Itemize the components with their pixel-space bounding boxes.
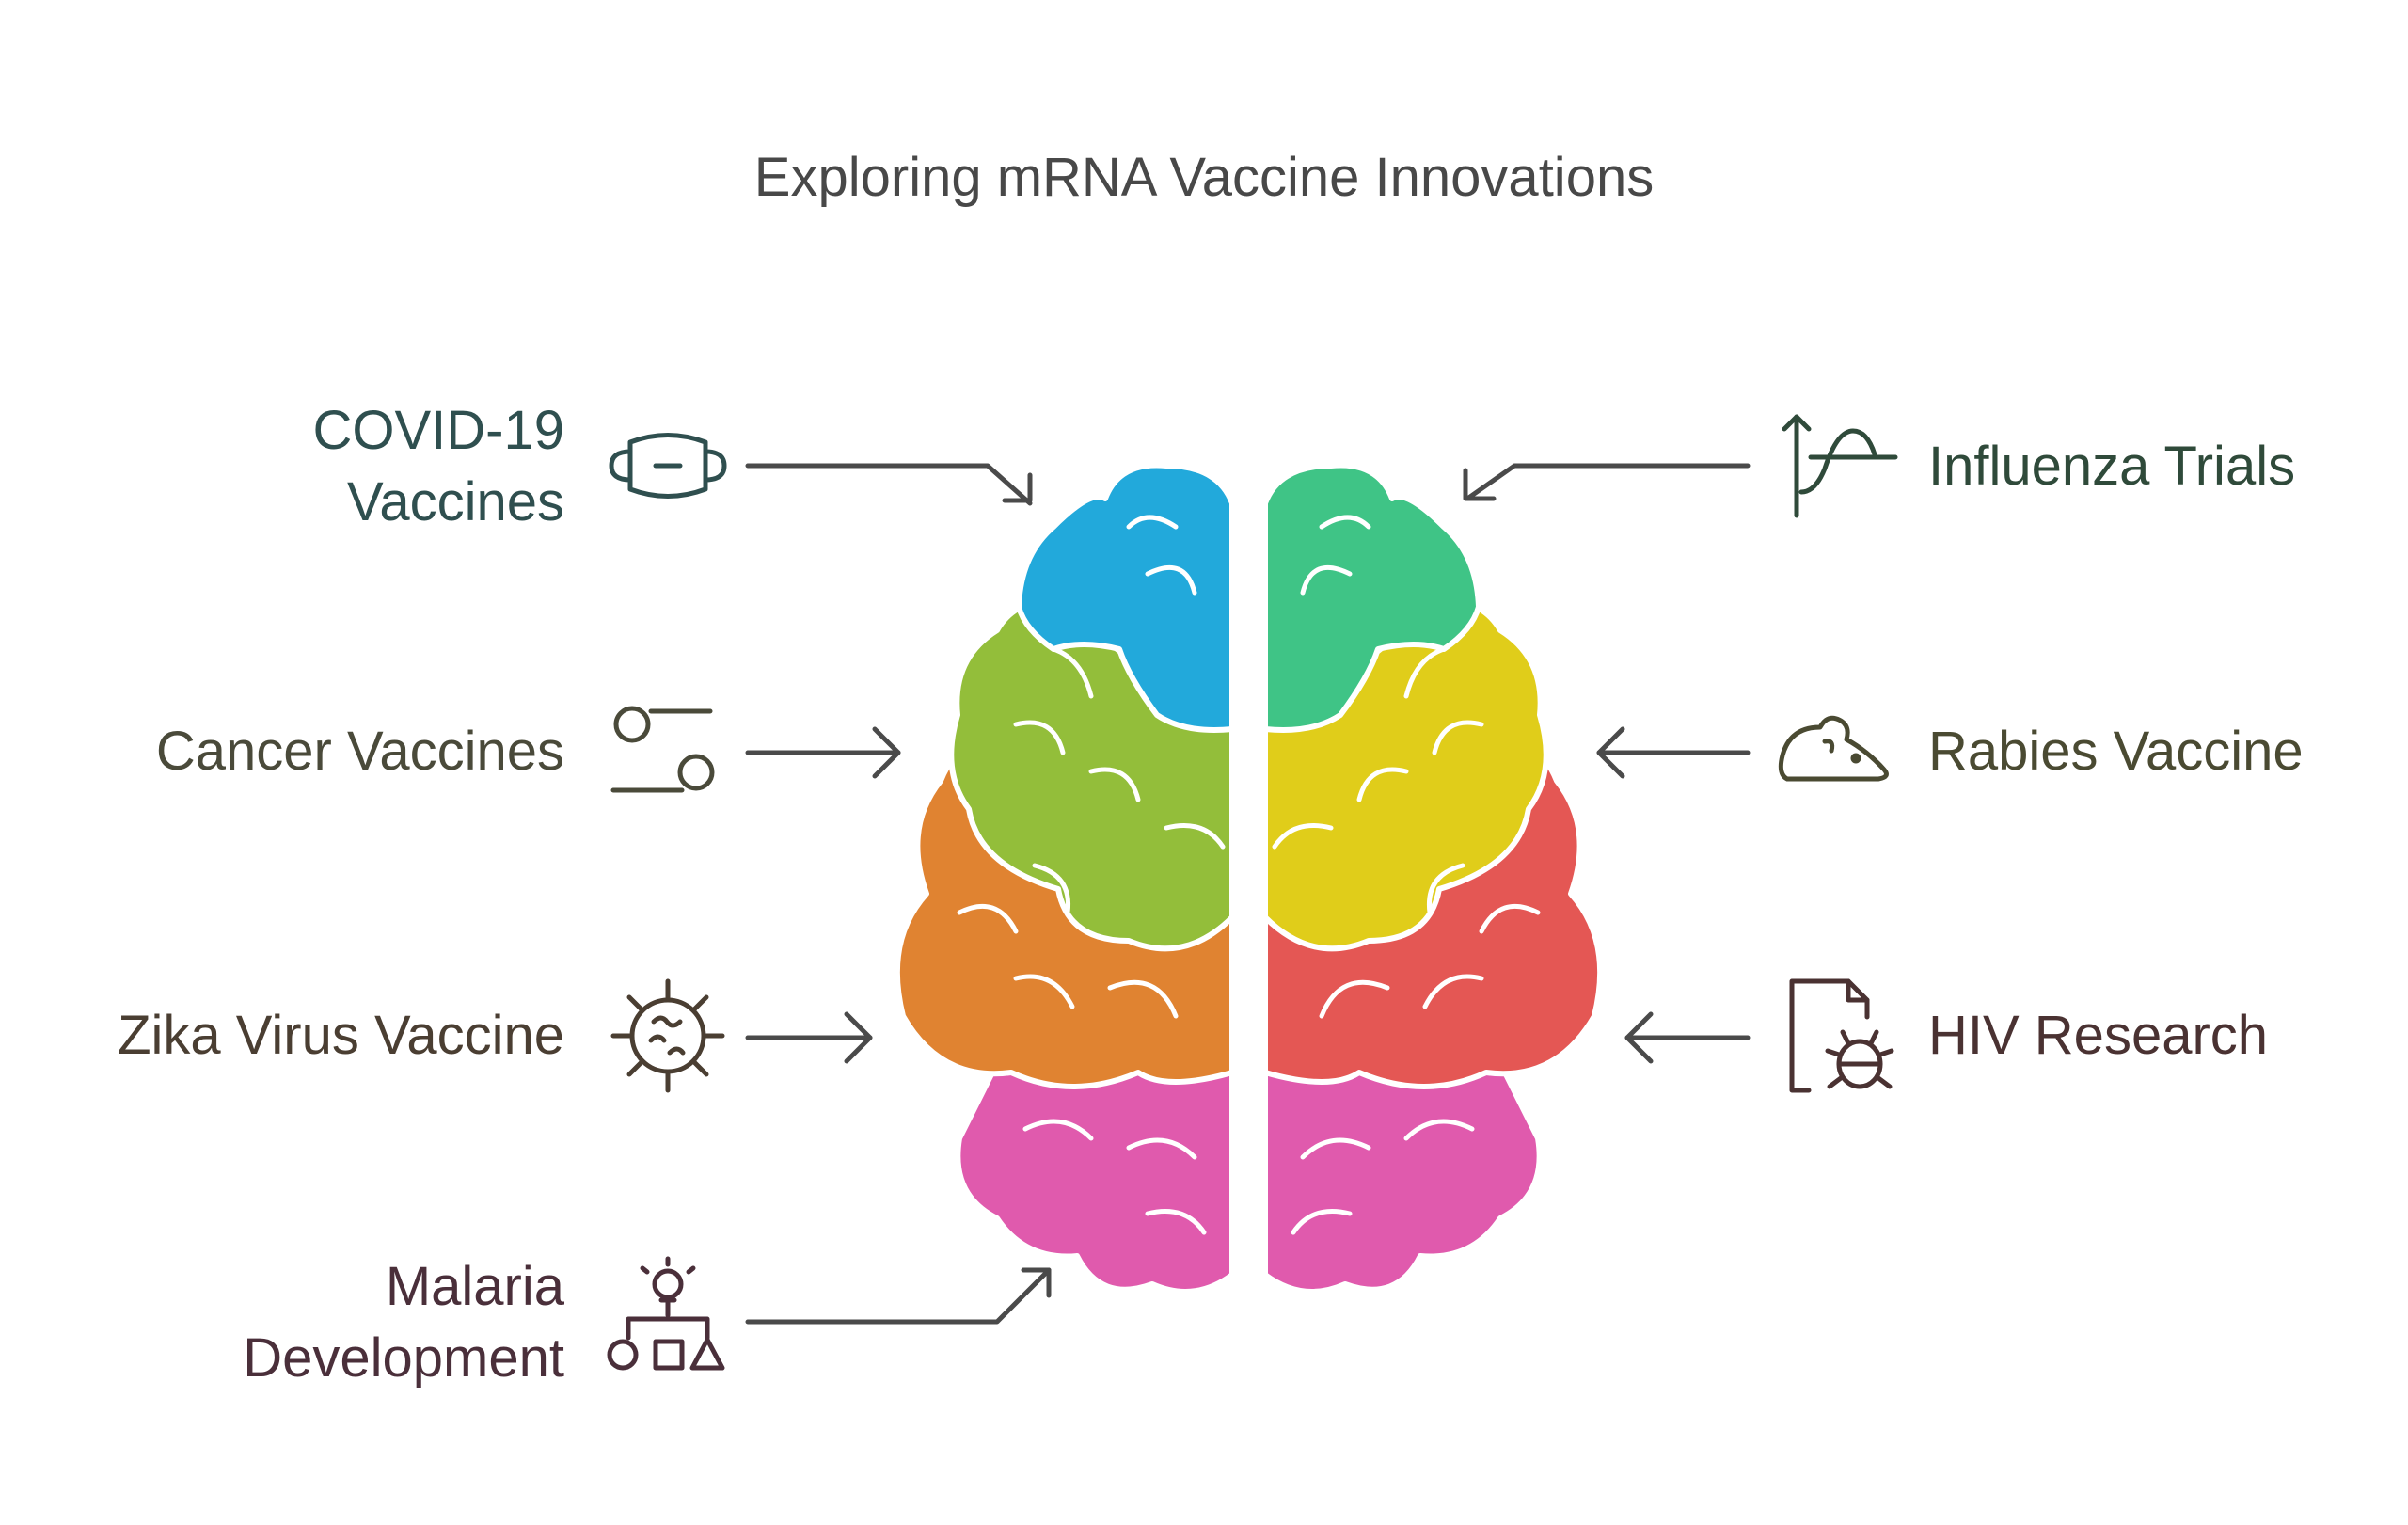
arrow-influenza bbox=[1463, 463, 1751, 501]
label-cancer-vaccines: Cancer Vaccines bbox=[155, 721, 564, 782]
label-zika-virus-vaccine: Zika Virus Vaccine bbox=[118, 1005, 564, 1066]
arrow-malaria bbox=[745, 1267, 1052, 1325]
label-hiv-research: HIV Research bbox=[1928, 1005, 2269, 1066]
document-bug-icon bbox=[1773, 970, 1905, 1102]
brain-lobe-blue-left bbox=[1016, 462, 1235, 733]
arrow-zika bbox=[745, 1011, 873, 1064]
growth-wave-icon bbox=[1773, 403, 1905, 534]
label-influenza-trials: Influenza Trials bbox=[1928, 436, 2296, 497]
label-malaria-development: Malaria Development bbox=[243, 1256, 564, 1389]
virus-icon bbox=[602, 970, 734, 1102]
label-rabies-vaccine: Rabies Vaccine bbox=[1928, 721, 2304, 782]
brain-lobe-green-right bbox=[1262, 462, 1481, 733]
arrow-covid-19 bbox=[745, 463, 1033, 506]
diagram-title: Exploring mRNA Vaccine Innovations bbox=[753, 147, 1655, 208]
face-mask-icon bbox=[602, 400, 734, 532]
lightbulb-shapes-icon bbox=[602, 1256, 734, 1392]
brain-lobe-pink-right bbox=[1262, 1051, 1543, 1295]
arrow-cancer bbox=[745, 726, 901, 779]
label-covid-19-vaccines: COVID-19 Vaccines bbox=[312, 400, 564, 532]
mouse-icon bbox=[1773, 685, 1905, 817]
brain-lobe-pink-left bbox=[955, 1051, 1235, 1295]
arrow-rabies bbox=[1596, 726, 1751, 779]
toggle-switch-icon bbox=[602, 685, 734, 817]
arrow-hiv bbox=[1624, 1011, 1751, 1064]
